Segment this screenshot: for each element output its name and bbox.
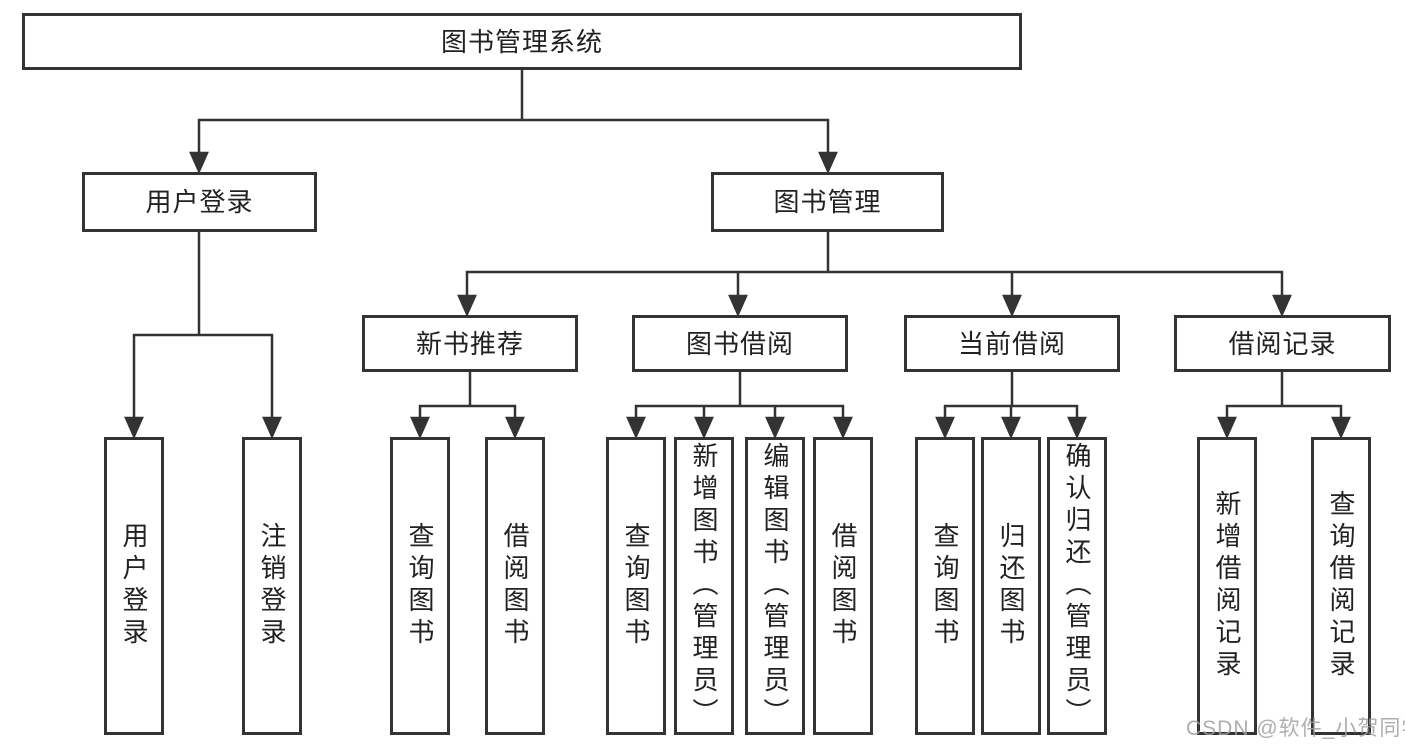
leaf-query-books-current: 查询图书 [915, 437, 975, 735]
leaf-logout-login: 注销登录 [242, 437, 302, 735]
node-current-borrowing: 当前借阅 [904, 315, 1120, 372]
leaf-add-borrow-record: 新增借阅记录 [1197, 437, 1257, 735]
leaf-return-books: 归还图书 [981, 437, 1041, 735]
leaf-query-books-recommend: 查询图书 [390, 437, 450, 735]
node-user-login: 用户登录 [82, 172, 317, 232]
leaf-borrow-books-borrow: 借阅图书 [813, 437, 873, 735]
csdn-watermark: CSDN @软件_小贺同学 [1186, 717, 1405, 740]
leaf-confirm-return-admin: 确认归还（管理员） [1047, 437, 1107, 735]
leaf-add-books-admin: 新增图书（管理员） [674, 437, 734, 735]
node-borrowing-records: 借阅记录 [1174, 315, 1391, 372]
leaf-borrow-books-recommend: 借阅图书 [485, 437, 545, 735]
node-book-management: 图书管理 [711, 172, 944, 232]
leaf-edit-books-admin: 编辑图书（管理员） [745, 437, 805, 735]
node-new-book-recommendation: 新书推荐 [362, 315, 578, 372]
leaf-query-books-borrow: 查询图书 [606, 437, 666, 735]
node-system-root: 图书管理系统 [22, 13, 1022, 70]
node-book-borrowing: 图书借阅 [632, 315, 848, 372]
leaf-query-borrow-record: 查询借阅记录 [1311, 437, 1371, 735]
leaf-user-login: 用户登录 [104, 437, 164, 735]
